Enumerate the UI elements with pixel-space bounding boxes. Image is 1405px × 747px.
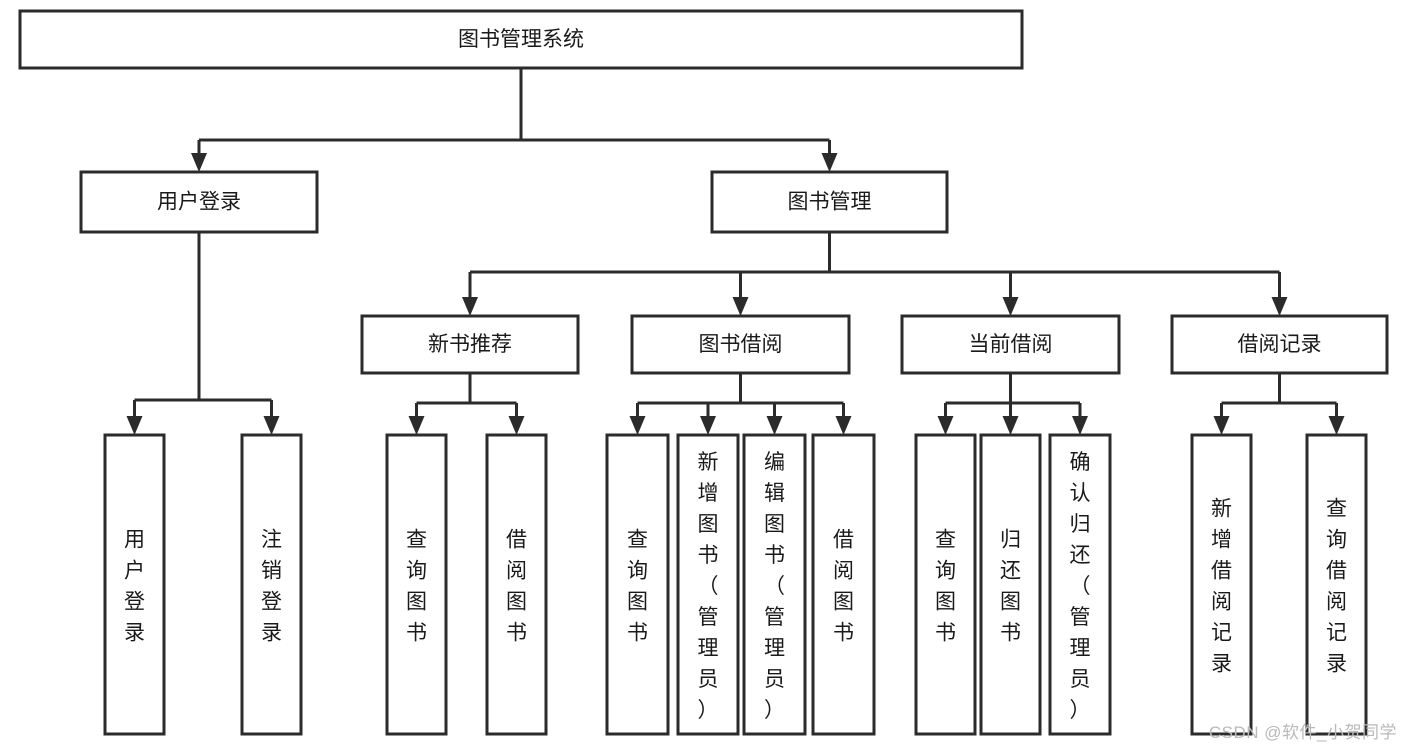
node-leaf-query-book-current[interactable]: 查询图书 <box>914 433 977 736</box>
node-box-leaf-add-book <box>676 433 740 736</box>
arrow-head-icon <box>937 416 954 435</box>
node-leaf-edit-book[interactable]: 编辑图书（管理员） <box>742 433 807 736</box>
node-box-user-login <box>79 170 319 234</box>
arrow-head-icon <box>508 416 525 435</box>
node-box-leaf-query-borrow-record <box>1305 433 1368 736</box>
node-box-leaf-edit-book <box>742 433 807 736</box>
node-label-leaf-logout: 注销登录 <box>261 529 282 645</box>
node-label-leaf-user-login: 用户登录 <box>124 529 145 645</box>
arrow-head-icon <box>263 416 280 435</box>
arrow-head-icon <box>1213 416 1230 435</box>
arrow-head-icon <box>462 297 478 316</box>
arrow-head-icon <box>629 416 646 435</box>
connector-group-borrow-record <box>1213 373 1345 435</box>
arrow-head-icon <box>1271 297 1288 316</box>
connector-group-root <box>191 68 838 172</box>
node-label-borrow-record: 借阅记录 <box>1238 333 1322 356</box>
node-label-current-borrow: 当前借阅 <box>969 333 1053 356</box>
node-box-leaf-user-login <box>103 433 166 736</box>
node-leaf-query-book-borrow[interactable]: 查询图书 <box>605 433 670 736</box>
connector-group-book-borrow <box>629 373 852 435</box>
node-box-root <box>18 9 1024 70</box>
nodes-layer: 图书管理系统用户登录图书管理新书推荐图书借阅当前借阅借阅记录用户登录注销登录查询… <box>18 9 1389 736</box>
node-leaf-confirm-return[interactable]: 确认归还（管理员） <box>1048 433 1112 736</box>
node-label-leaf-add-borrow-record: 新增借阅记录 <box>1211 498 1232 676</box>
node-book-borrow[interactable]: 图书借阅 <box>630 314 851 375</box>
node-leaf-borrow-book-recommend[interactable]: 借阅图书 <box>485 433 548 736</box>
node-label-root: 图书管理系统 <box>458 28 584 51</box>
node-label-leaf-edit-book: 编辑图书（管理员） <box>764 451 785 722</box>
node-new-book-recommend[interactable]: 新书推荐 <box>360 314 580 375</box>
arrow-head-icon <box>1002 297 1019 316</box>
node-box-leaf-return-book <box>979 433 1042 736</box>
arrow-head-icon <box>700 416 716 435</box>
arrow-head-icon <box>766 416 783 435</box>
node-label-leaf-borrow-book-recommend: 借阅图书 <box>506 529 527 645</box>
node-box-borrow-record <box>1170 314 1389 375</box>
connector-group-current-borrow <box>937 373 1088 435</box>
connector-group-new-book-recommend <box>408 373 525 435</box>
node-box-leaf-confirm-return <box>1048 433 1112 736</box>
arrow-head-icon <box>1072 416 1088 435</box>
connectors-layer <box>126 68 1345 435</box>
connector-group-user-login <box>126 232 280 435</box>
node-current-borrow[interactable]: 当前借阅 <box>900 314 1121 375</box>
node-leaf-add-borrow-record[interactable]: 新增借阅记录 <box>1190 433 1253 736</box>
node-label-leaf-query-borrow-record: 查询借阅记录 <box>1326 498 1347 676</box>
node-leaf-return-book[interactable]: 归还图书 <box>979 433 1042 736</box>
node-label-leaf-return-book: 归还图书 <box>1000 529 1021 645</box>
arrow-head-icon <box>191 153 207 172</box>
node-box-leaf-logout <box>240 433 303 736</box>
node-label-book-borrow: 图书借阅 <box>699 333 783 356</box>
node-box-leaf-borrow-book-recommend <box>485 433 548 736</box>
node-label-leaf-query-book-recommend: 查询图书 <box>406 529 427 645</box>
node-label-book-management: 图书管理 <box>788 191 872 214</box>
node-book-management[interactable]: 图书管理 <box>710 170 949 234</box>
arrow-head-icon <box>835 416 852 435</box>
node-root[interactable]: 图书管理系统 <box>18 9 1024 70</box>
node-label-leaf-borrow-book: 借阅图书 <box>833 529 854 645</box>
node-leaf-query-book-recommend[interactable]: 查询图书 <box>385 433 448 736</box>
node-leaf-add-book[interactable]: 新增图书（管理员） <box>676 433 740 736</box>
arrow-head-icon <box>126 416 143 435</box>
arrow-head-icon <box>1328 416 1345 435</box>
node-label-new-book-recommend: 新书推荐 <box>428 333 512 356</box>
arrow-head-icon <box>408 416 425 435</box>
node-leaf-query-borrow-record[interactable]: 查询借阅记录 <box>1305 433 1368 736</box>
arrow-head-icon <box>821 153 838 172</box>
node-box-book-management <box>710 170 949 234</box>
node-box-new-book-recommend <box>360 314 580 375</box>
node-box-leaf-borrow-book <box>811 433 876 736</box>
arrow-head-icon <box>1002 416 1019 435</box>
node-label-user-login: 用户登录 <box>157 191 241 214</box>
node-leaf-user-login[interactable]: 用户登录 <box>103 433 166 736</box>
arrow-head-icon <box>732 297 749 316</box>
node-box-leaf-query-book-recommend <box>385 433 448 736</box>
node-label-leaf-query-book-current: 查询图书 <box>935 529 956 645</box>
node-leaf-logout[interactable]: 注销登录 <box>240 433 303 736</box>
node-box-current-borrow <box>900 314 1121 375</box>
node-leaf-borrow-book[interactable]: 借阅图书 <box>811 433 876 736</box>
node-label-leaf-query-book-borrow: 查询图书 <box>627 529 648 645</box>
node-box-leaf-query-book-borrow <box>605 433 670 736</box>
node-label-leaf-add-book: 新增图书（管理员） <box>698 451 719 722</box>
connector-group-book-management <box>462 232 1288 316</box>
node-label-leaf-confirm-return: 确认归还（管理员） <box>1070 451 1091 722</box>
node-box-leaf-query-book-current <box>914 433 977 736</box>
node-box-leaf-add-borrow-record <box>1190 433 1253 736</box>
node-borrow-record[interactable]: 借阅记录 <box>1170 314 1389 375</box>
node-box-book-borrow <box>630 314 851 375</box>
node-user-login[interactable]: 用户登录 <box>79 170 319 234</box>
